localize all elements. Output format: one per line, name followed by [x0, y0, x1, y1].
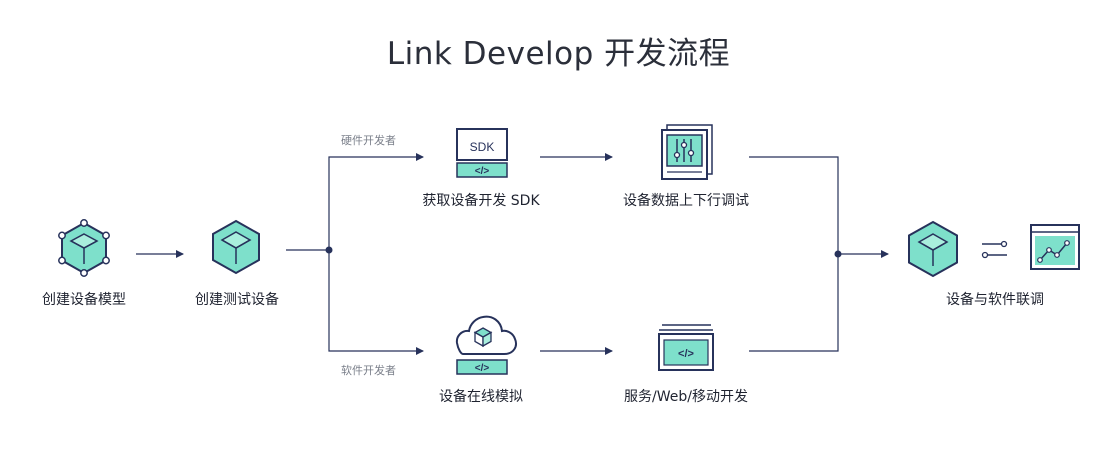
step-label-joint-debug: 设备与软件联调 [946, 292, 1044, 308]
branch-label-software: 软件开发者 [341, 364, 396, 377]
step-label-create-test-device: 创建测试设备 [195, 292, 279, 308]
sdk-badge-text: SDK [470, 140, 495, 154]
step-label-get-sdk: 获取设备开发 SDK [422, 193, 540, 209]
merge-up-line [749, 156, 839, 254]
split-node [325, 246, 333, 254]
branch-up-line [328, 153, 424, 250]
device-debug-icon [661, 124, 713, 180]
service-dev-icon: </> [658, 324, 714, 371]
sdk-code-text: </> [475, 166, 490, 177]
branch-label-hardware: 硬件开发者 [341, 134, 396, 147]
connectors [136, 153, 889, 355]
page-title: Link Develop 开发流程 [386, 36, 731, 72]
step-label-service-dev: 服务/Web/移动开发 [624, 389, 748, 405]
service-code-text: </> [678, 348, 694, 360]
joint-device-icon [908, 220, 958, 278]
sim-code-text: </> [475, 363, 490, 374]
merge-down-line [749, 254, 839, 352]
sdk-icon: SDK </> [456, 128, 508, 178]
chart-window-icon [1030, 224, 1080, 270]
device-model-icon [58, 219, 110, 277]
step-label-device-debug: 设备数据上下行调试 [623, 193, 749, 209]
merge-node [834, 250, 842, 258]
cloud-simulation-icon: </> [455, 315, 517, 375]
step-label-create-model: 创建设备模型 [42, 292, 126, 308]
test-device-icon [212, 219, 260, 275]
branch-down-line [328, 250, 424, 355]
step-label-device-sim: 设备在线模拟 [439, 389, 523, 405]
connection-icon [981, 240, 1008, 259]
